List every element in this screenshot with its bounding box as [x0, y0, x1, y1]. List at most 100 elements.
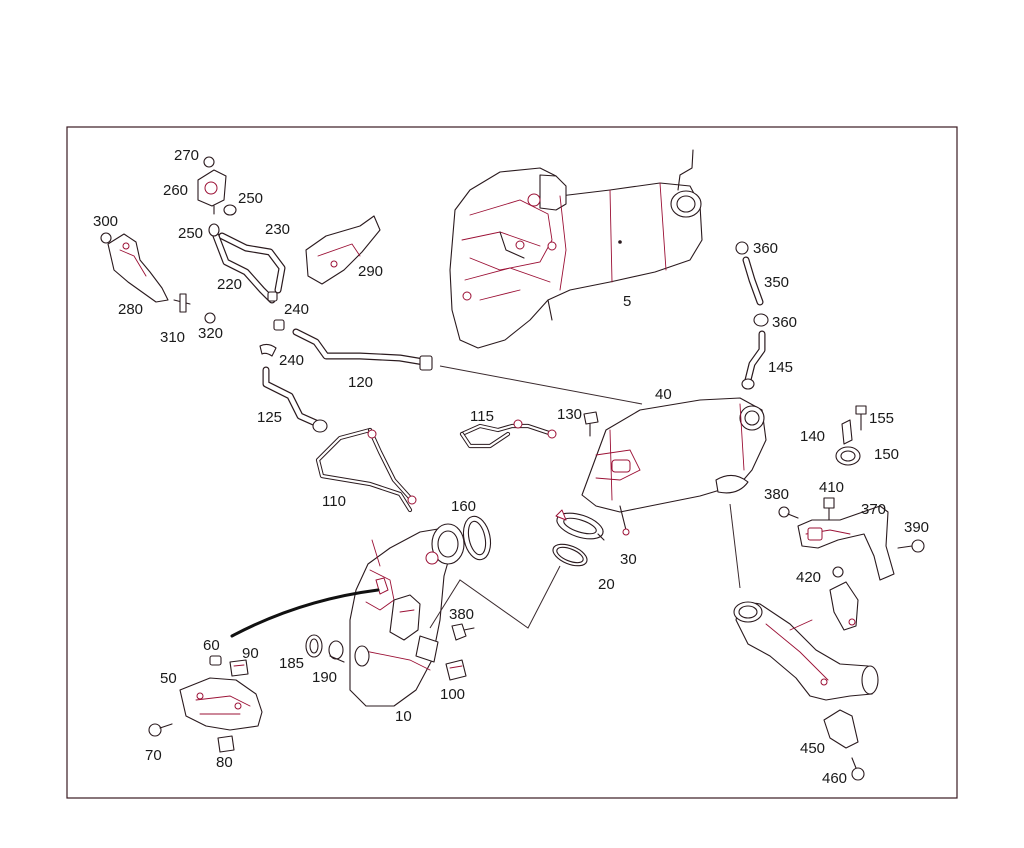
label-50: 50 — [160, 670, 177, 687]
label-30: 30 — [620, 551, 637, 568]
label-145: 145 — [768, 359, 793, 376]
part-260-pressure-sensor — [197, 169, 227, 215]
part-240-clamp-lower — [259, 343, 277, 357]
label-380-lower: 380 — [449, 606, 474, 623]
part-300-nut — [100, 232, 112, 244]
label-240-upper: 240 — [284, 301, 309, 318]
label-420: 420 — [796, 569, 821, 586]
part-160-clamp-ring — [462, 515, 492, 561]
label-370: 370 — [861, 501, 886, 518]
part-310-bolt — [173, 293, 191, 313]
part-number-labels: 5 10 20 30 40 50 60 70 80 90 100 110 115… — [93, 147, 929, 787]
diagram-frame — [66, 126, 958, 799]
part-250-clamp-a — [223, 204, 237, 216]
label-220: 220 — [217, 276, 242, 293]
part-370-bracket — [797, 505, 895, 581]
label-160: 160 — [451, 498, 476, 515]
part-20-gasket-ring — [552, 543, 588, 567]
label-70: 70 — [145, 747, 162, 764]
label-310: 310 — [160, 329, 185, 346]
part-130-bolt — [583, 411, 599, 437]
part-420-support — [829, 581, 859, 631]
part-155-bolt — [855, 405, 867, 431]
label-125: 125 — [257, 409, 282, 426]
part-115-sensor-line — [459, 419, 557, 449]
label-380-upper: 380 — [764, 486, 789, 503]
label-270: 270 — [174, 147, 199, 164]
exhaust-pipe — [733, 601, 879, 701]
label-120: 120 — [348, 374, 373, 391]
label-5: 5 — [623, 293, 631, 310]
part-70-bolt — [148, 723, 173, 737]
label-140: 140 — [800, 428, 825, 445]
part-30-clamp-band — [555, 509, 605, 541]
part-100-clip — [445, 659, 467, 681]
part-460-bolt — [851, 757, 865, 781]
part-290-bracket — [305, 215, 381, 285]
part-350-line — [742, 256, 764, 306]
label-360-lower: 360 — [772, 314, 797, 331]
part-185-clamp — [305, 634, 323, 658]
part-145-pressure-line — [741, 330, 766, 390]
part-140-bracket — [841, 419, 853, 445]
label-130: 130 — [557, 406, 582, 423]
part-50-heat-shield — [179, 677, 263, 731]
label-450: 450 — [800, 740, 825, 757]
part-110-sensor-line — [315, 427, 417, 513]
part-450-hanger — [823, 709, 859, 749]
part-390-bolt — [897, 539, 925, 553]
part-5-catalytic-converter-assembly — [449, 149, 703, 349]
label-290: 290 — [358, 263, 383, 280]
part-40-particulate-filter — [581, 397, 767, 536]
label-280: 280 — [118, 301, 143, 318]
part-190-clamp — [328, 640, 345, 663]
part-125-pressure-line — [262, 366, 328, 433]
leader-lines — [429, 365, 741, 629]
label-155: 155 — [869, 410, 894, 427]
part-10-catalytic-converter — [349, 523, 465, 707]
label-250-upper: 250 — [238, 190, 263, 207]
label-250-lower: 250 — [178, 225, 203, 242]
label-100: 100 — [440, 686, 465, 703]
part-380-bolt-lower — [451, 623, 475, 641]
label-300: 300 — [93, 213, 118, 230]
label-360-upper: 360 — [753, 240, 778, 257]
label-260: 260 — [163, 182, 188, 199]
part-320-nut — [204, 312, 216, 324]
label-460: 460 — [822, 770, 847, 787]
part-60-nut — [209, 655, 222, 666]
sensor-cable — [230, 588, 380, 638]
label-390: 390 — [904, 519, 929, 536]
label-190: 190 — [312, 669, 337, 686]
label-80: 80 — [216, 754, 233, 771]
label-60: 60 — [203, 637, 220, 654]
part-360-clamp-lower — [753, 313, 769, 327]
label-10: 10 — [395, 708, 412, 725]
part-410-bolt — [823, 497, 835, 521]
part-120-pressure-line — [292, 328, 433, 371]
label-115: 115 — [470, 408, 494, 425]
label-40: 40 — [655, 386, 672, 403]
part-80-clip — [217, 735, 235, 753]
label-320: 320 — [198, 325, 223, 342]
label-20: 20 — [598, 576, 615, 593]
label-240-lower: 240 — [279, 352, 304, 369]
part-360-clamp-upper — [735, 241, 749, 255]
part-230-hose — [218, 232, 286, 294]
part-250-clamp-b — [208, 223, 220, 237]
part-150-clamp — [835, 446, 861, 466]
part-420-nut — [832, 566, 844, 578]
label-185: 185 — [279, 655, 304, 672]
part-240-clamp-upper — [267, 291, 285, 331]
label-110: 110 — [322, 493, 346, 510]
part-270-nut — [203, 156, 215, 168]
part-280-bracket — [107, 233, 169, 303]
label-150: 150 — [874, 446, 899, 463]
part-90-clip — [229, 659, 249, 677]
label-230: 230 — [265, 221, 290, 238]
label-350: 350 — [764, 274, 789, 291]
label-410: 410 — [819, 479, 844, 496]
part-380-bolt-upper — [778, 506, 799, 519]
part-220-hose — [212, 232, 276, 304]
